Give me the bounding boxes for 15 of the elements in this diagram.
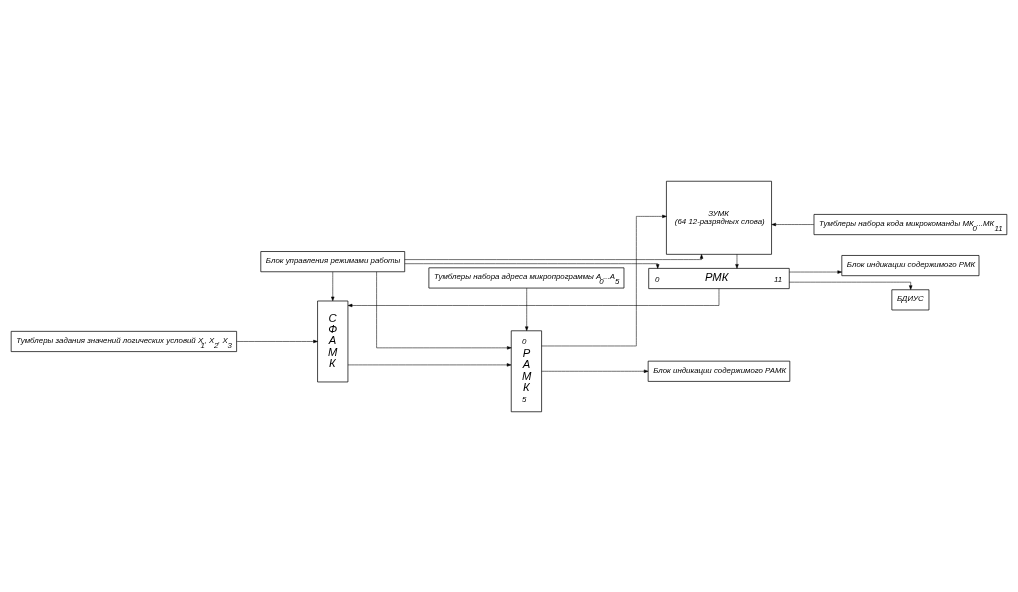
arrow bbox=[541, 214, 667, 346]
node-box: СФАМК bbox=[317, 300, 349, 382]
arrow bbox=[771, 222, 815, 226]
arrow bbox=[789, 269, 842, 274]
arrow bbox=[525, 287, 529, 331]
arrow bbox=[236, 339, 318, 343]
arrow bbox=[347, 287, 720, 307]
arrow bbox=[404, 253, 704, 260]
arrow bbox=[541, 369, 649, 373]
arrow bbox=[347, 362, 512, 367]
arrow bbox=[376, 271, 512, 349]
arrow bbox=[735, 253, 739, 269]
arrow bbox=[404, 262, 660, 269]
arrow bbox=[789, 281, 913, 290]
arrow bbox=[331, 271, 335, 301]
